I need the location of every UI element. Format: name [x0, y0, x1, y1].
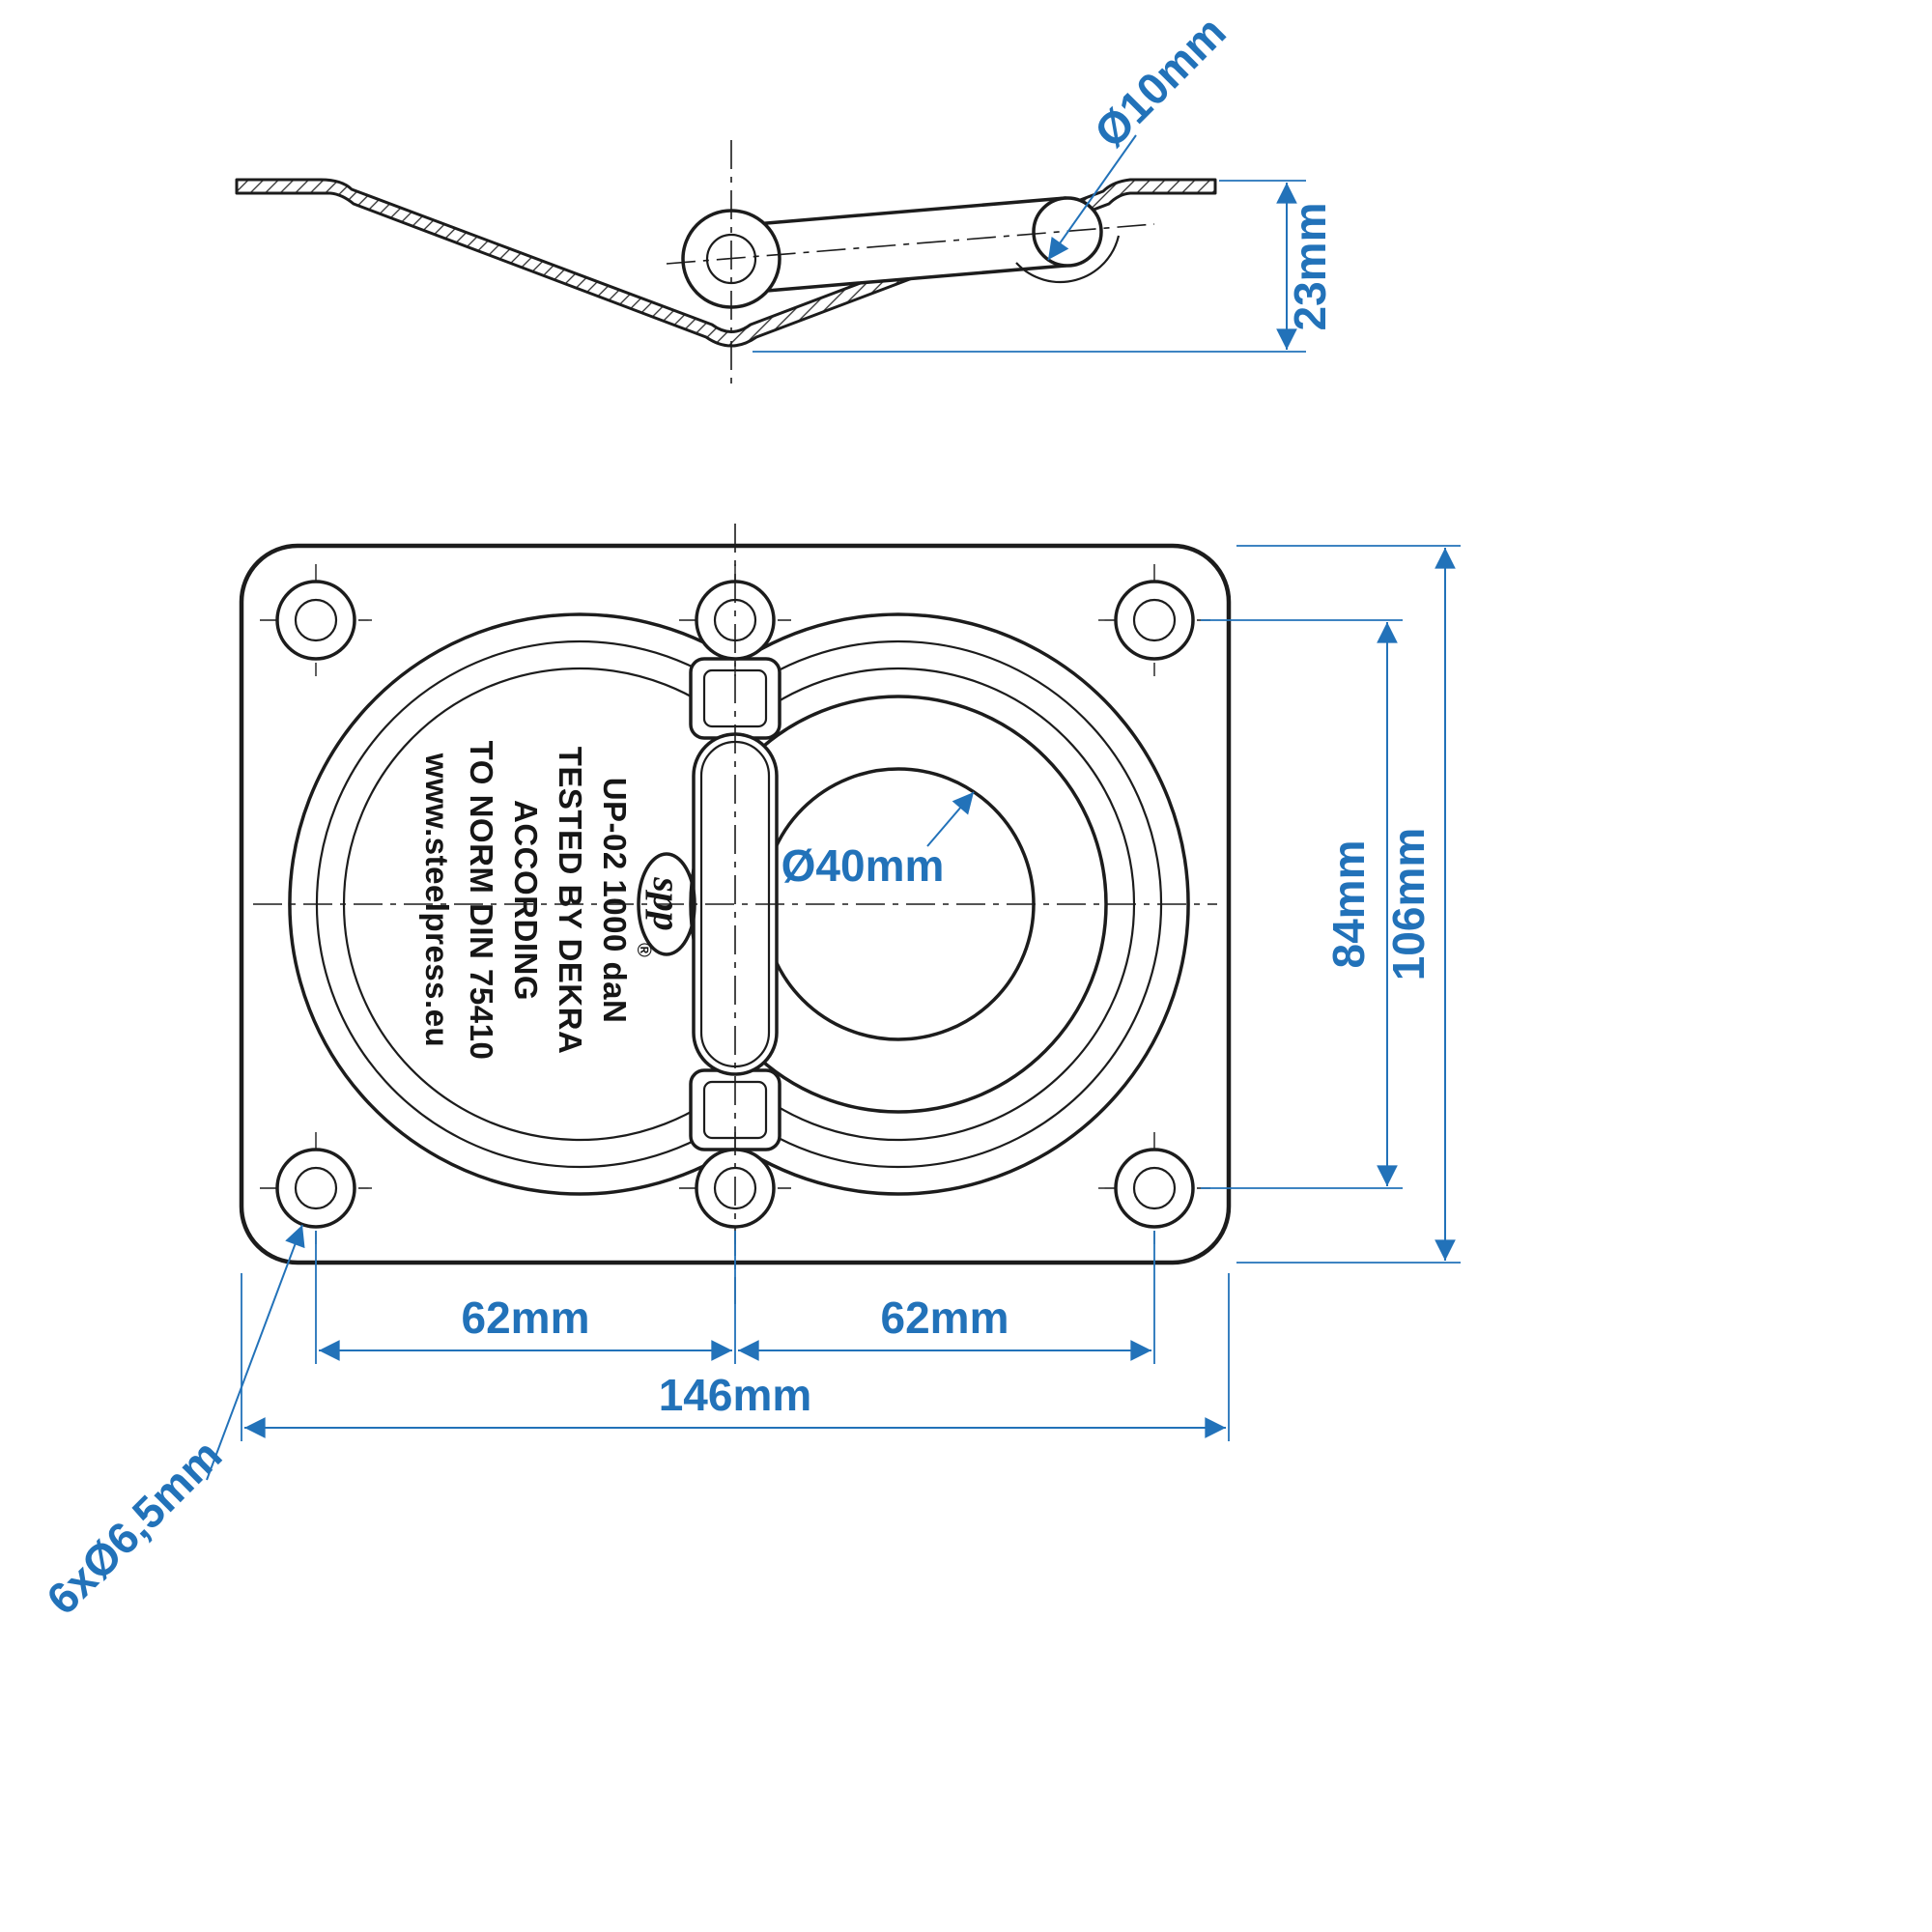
- overall-height-label: 106mm: [1383, 828, 1434, 981]
- side-section-view: Ø10mm 23mm: [235, 7, 1335, 386]
- ring-rod-top-edge: [742, 196, 1067, 227]
- rod-axis-centerline: [666, 223, 1155, 265]
- ring-outer-edge: [689, 695, 1108, 1114]
- rod-diameter-label: Ø10mm: [1085, 7, 1236, 157]
- ring-opening-label: Ø40mm: [781, 840, 945, 891]
- depth-dimension: 23mm: [753, 180, 1335, 353]
- plate-cross-section: [235, 178, 1217, 348]
- depth-label: 23mm: [1285, 203, 1335, 331]
- ring-rod-bottom-edge: [742, 264, 1067, 295]
- mounting-holes-label: 6xØ6,5mm: [37, 1430, 231, 1624]
- hole-inner: [294, 598, 338, 642]
- hole-spacing-dimensions: 62mm 62mm: [315, 1231, 1155, 1364]
- hole-outer: [275, 580, 356, 661]
- hole-outer: [1114, 1148, 1195, 1229]
- stamp-line-3: ACCORDING: [508, 800, 544, 1001]
- mounting-hole-bottom-right: [1098, 1132, 1210, 1244]
- spacing-left-label: 62mm: [462, 1293, 590, 1343]
- logo-registered-mark: ®: [633, 943, 654, 957]
- leader-line: [206, 1224, 305, 1481]
- ring-opening-callout: Ø40mm: [781, 791, 975, 891]
- mounting-hole-top-left: [260, 564, 372, 676]
- spacing-right-label: 62mm: [881, 1293, 1009, 1343]
- leader-line: [926, 791, 975, 847]
- rod-cradle-lip: [1015, 235, 1121, 284]
- plan-view: UP-02 1000 daN TESTED BY DEKRA ACCORDING…: [37, 524, 1461, 1624]
- hole-inner: [1132, 598, 1177, 642]
- stamp-line-5: www.steelpress.eu: [419, 753, 455, 1047]
- stamp-line-1: UP-02 1000 daN: [597, 778, 633, 1024]
- hole-inner: [1132, 1166, 1177, 1210]
- leader-line: [1047, 134, 1137, 261]
- row-spacing-label: 84mm: [1323, 840, 1374, 969]
- mounting-hole-bottom-left: [260, 1132, 372, 1244]
- overall-width-dimension: 146mm: [241, 1273, 1230, 1441]
- mounting-hole-top-right: [1098, 564, 1210, 676]
- stamped-text-block: UP-02 1000 daN TESTED BY DEKRA ACCORDING…: [419, 741, 633, 1061]
- mounting-holes-callout: 6xØ6,5mm: [37, 1224, 305, 1624]
- row-spacing-dimension: 84mm: [1201, 619, 1403, 1189]
- hole-outer: [1114, 580, 1195, 661]
- stamp-line-2: TESTED BY DEKRA: [553, 747, 588, 1055]
- overall-width-label: 146mm: [659, 1370, 812, 1420]
- stamp-line-4: TO NORM DIN 75410: [464, 741, 499, 1061]
- ring-rod-mask: [744, 198, 1065, 293]
- hole-outer: [275, 1148, 356, 1229]
- overall-height-dimension: 106mm: [1236, 545, 1461, 1264]
- hole-inner: [294, 1166, 338, 1210]
